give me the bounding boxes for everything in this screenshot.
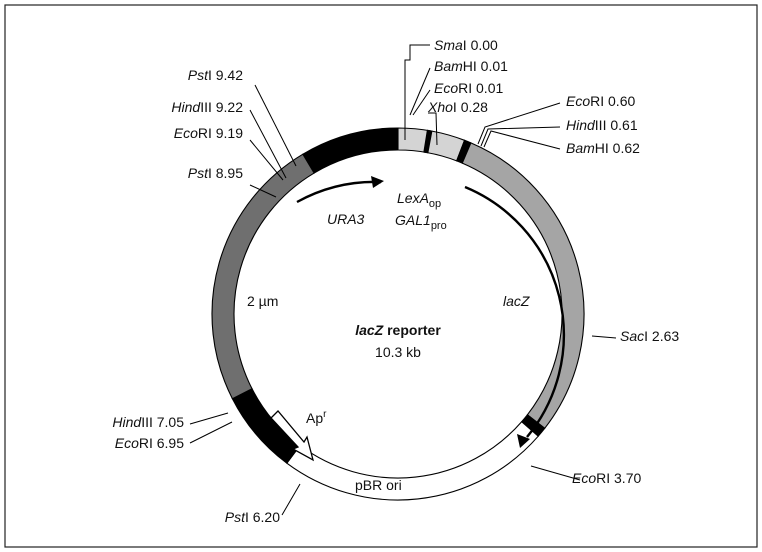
amp-label: Apr [306,409,327,426]
site-xhoi-0-28: XhoI 0.28 [427,99,488,146]
site-label: EcoRI 0.01 [434,80,503,96]
site-leader-line [483,130,561,150]
site-label: PstI 9.42 [188,67,243,83]
site-label: EcoRI 0.60 [566,93,635,109]
site-label: PstI 8.95 [188,165,243,181]
lacz-arrowhead [517,434,530,448]
site-leader-line [591,335,617,339]
lacz-label: lacZ [503,293,530,309]
site-label: SacI 2.63 [620,328,679,344]
site-smai-0-00: SmaI 0.00 [404,37,498,140]
site-leader-line [189,421,233,444]
site-leader-line [189,412,229,425]
pbr-label: pBR ori [355,477,402,493]
site-psti-8-95: PstI 8.95 [188,165,277,198]
site-psti-9-42: PstI 9.42 [188,67,297,167]
site-leader-line [249,184,277,198]
site-label: HindIII 0.61 [566,117,638,133]
plasmid-size: 10.3 kb [375,344,421,360]
site-label: EcoRI 3.70 [572,470,641,486]
site-psti-6-20: PstI 6.20 [225,483,301,525]
site-leader-line [281,483,301,516]
site-leader-line [530,465,581,481]
frame [4,4,758,548]
site-bamhi-0-01: BamHI 0.01 [409,58,508,116]
site-bamhi-0-62: BamHI 0.62 [483,130,640,156]
site-ecori-0-01: EcoRI 0.01 [412,80,503,116]
segment-two-micron [211,153,315,400]
plasmid-ring [211,127,585,501]
site-leader-line [412,89,431,116]
amp-arrow [270,410,315,462]
site-leader-line [477,102,561,145]
site-label: BamHI 0.01 [434,58,508,74]
site-leader-line [254,84,297,167]
site-leader-line [249,109,287,179]
ura3-label: URA3 [327,211,365,227]
site-label: EcoRI 9.19 [174,125,243,141]
site-ecori-6-95: EcoRI 6.95 [115,421,233,451]
site-ecori-3-70: EcoRI 3.70 [530,465,641,486]
site-hindiii-9-22: HindIII 9.22 [171,99,287,179]
site-ecori-0-60: EcoRI 0.60 [477,93,635,145]
site-leader-line [404,44,430,140]
site-leader-line [249,139,284,181]
site-label: HindIII 9.22 [171,99,243,115]
site-leader-line [409,67,431,116]
site-leader-line [428,112,438,146]
site-ecori-9-19: EcoRI 9.19 [174,125,284,181]
site-label: SmaI 0.00 [434,37,498,53]
site-hindiii-7-05: HindIII 7.05 [112,412,229,430]
segment-mark-xho [423,129,433,154]
site-saci-2-63: SacI 2.63 [591,328,679,344]
site-label: BamHI 0.62 [566,140,640,156]
site-hindiii-0-61: HindIII 0.61 [480,117,638,147]
site-label: PstI 6.20 [225,509,280,525]
plasmid-title: lacZ reporter [355,322,441,338]
lexa-label: LexAop [397,190,441,210]
lacz-arrow [464,185,566,438]
site-label: XhoI 0.28 [427,99,488,115]
two-micron-label: 2 µm [247,293,278,309]
site-label: EcoRI 6.95 [115,435,184,451]
gal-label: GAL1pro [395,212,447,232]
site-leader-line [480,126,561,147]
site-label: HindIII 7.05 [112,414,184,430]
ura3-arrowhead [371,176,384,188]
